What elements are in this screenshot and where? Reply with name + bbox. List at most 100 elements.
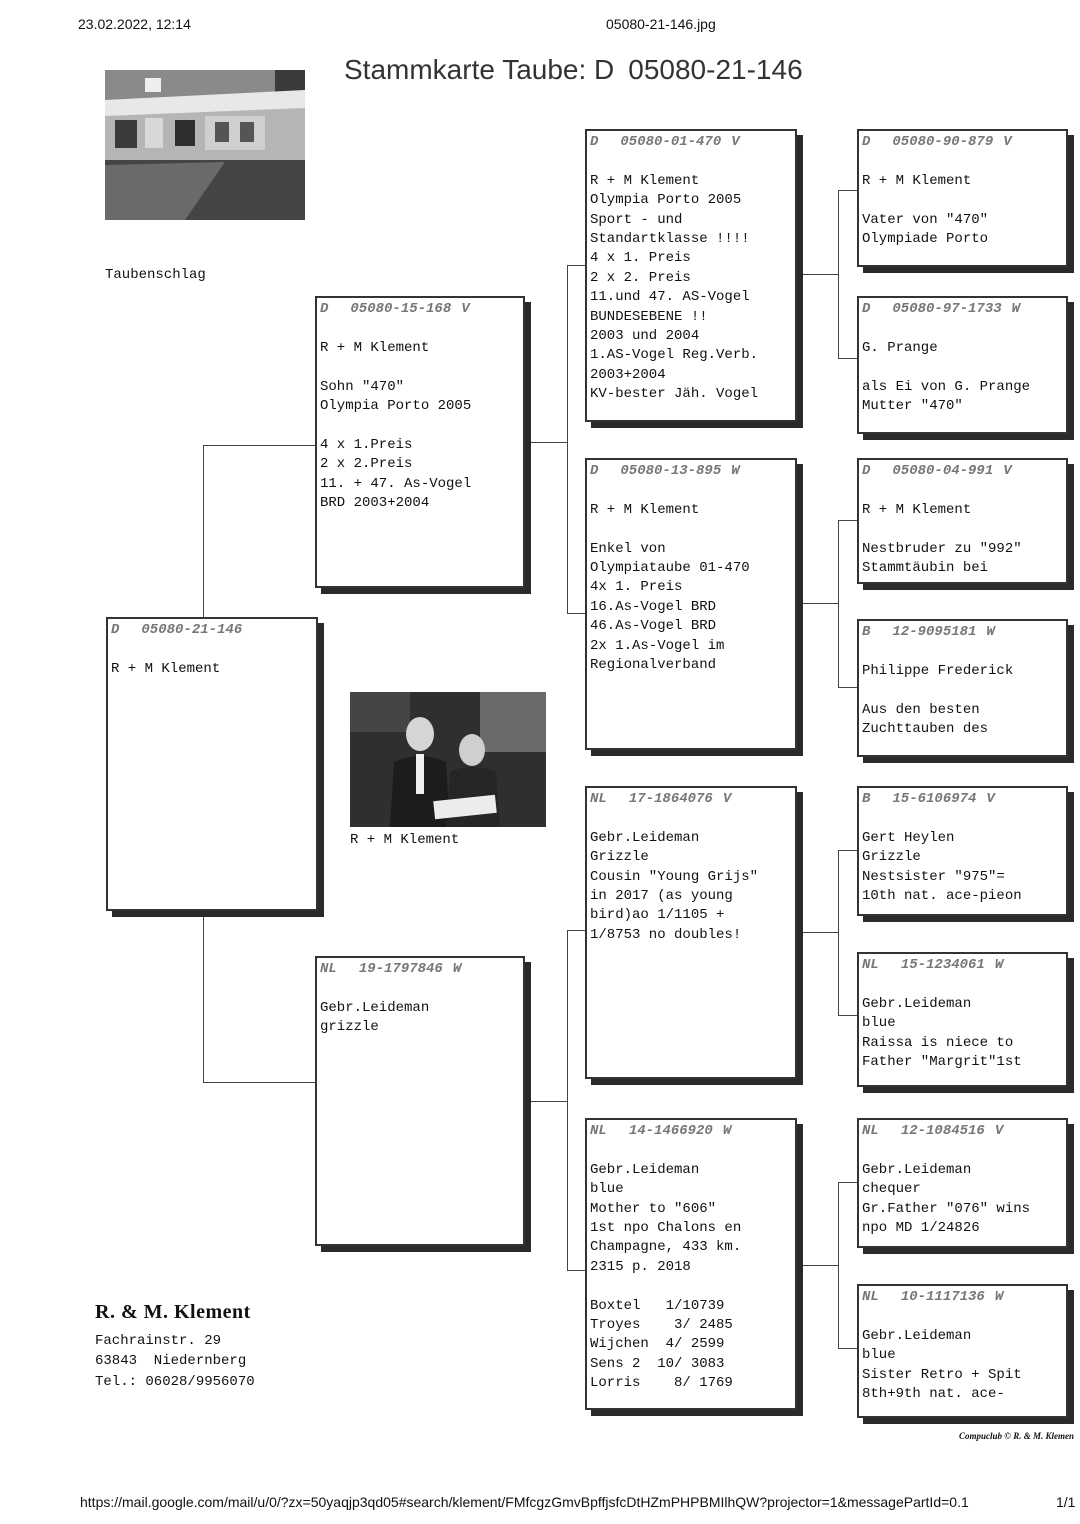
card-text-line: blue — [590, 1181, 624, 1198]
card-text-line: Grizzle — [590, 849, 649, 866]
card-text-line: Mother to "606" — [590, 1200, 717, 1217]
card-text-line: Cousin "Young Grijs" — [590, 868, 759, 885]
card-text-line: BRD 2003+2004 — [320, 495, 430, 512]
card-text-line: npo MD 1/24826 — [862, 1220, 980, 1237]
card-text-line: R + M Klement — [590, 501, 700, 518]
card-ring: 10-1117136 — [900, 1289, 985, 1305]
card-text-line: chequer — [862, 1181, 921, 1198]
card-sex: V — [986, 791, 995, 807]
card-text-line — [320, 319, 520, 338]
card-text-line: 2315 p. 2018 — [590, 1258, 691, 1275]
card-sex: V — [1003, 134, 1012, 150]
card-ring: 05080-97-1733 — [892, 301, 1002, 317]
card-country: B — [862, 791, 871, 807]
card-text-line: Champagne, 433 km. — [590, 1239, 742, 1256]
card-ring: 17-1864076 — [628, 791, 713, 807]
card-text-line: 1/8753 no doubles! — [590, 926, 742, 943]
breeder-street: Fachrainstr. 29 — [95, 1332, 222, 1349]
software-credit: Compuclub © R. & M. Klemen — [959, 1431, 1074, 1441]
card-text-line — [320, 979, 520, 998]
card-text-line: R + M Klement — [862, 501, 972, 518]
card-country: D — [111, 622, 120, 638]
card-text-line: Gebr.Leideman — [590, 829, 700, 846]
card-text-line: Regionalverband — [590, 657, 717, 674]
card-text-line: Olympia Porto 2005 — [590, 192, 742, 209]
card-header: D 05080-21-146 — [111, 621, 313, 640]
card-text-line: 4 x 1.Preis — [320, 436, 413, 453]
print-filename: 05080-21-146.jpg — [606, 16, 716, 32]
card-country: NL — [862, 957, 879, 973]
card-text-line: 2003+2004 — [590, 366, 666, 383]
card-text-line: Raissa is niece to — [862, 1034, 1014, 1051]
card-sex: V — [722, 791, 732, 807]
card-sex: W — [452, 961, 462, 977]
card-country: D — [862, 134, 871, 150]
breeder-name: R. & M. Klement — [95, 1301, 251, 1323]
card-text-line: Nestsister "975"= — [862, 868, 1005, 885]
card-text-line: Gr.Father "076" wins — [862, 1200, 1031, 1217]
card-text-line: Lorris 8/ 1769 — [590, 1375, 733, 1392]
people-photo-caption: R + M Klement — [350, 832, 460, 848]
card-text-line: Mutter "470" — [862, 398, 963, 414]
card-text-line — [590, 152, 792, 171]
card-text-line: 2003 und 2004 — [590, 328, 700, 345]
people-photo — [350, 692, 546, 827]
card-text-line — [862, 975, 1063, 994]
loft-photo — [105, 70, 305, 220]
card-text-line: Standartklasse !!!! — [590, 231, 750, 248]
card-text-line: Nestbruder zu "992" — [862, 540, 1022, 557]
card-text-line: 10th nat. ace-pieon — [862, 888, 1022, 905]
card-text-line: bird)ao 1/1105 + — [590, 907, 725, 924]
card-text-line — [862, 642, 1063, 661]
card-text-line: Vater von "470" — [862, 211, 989, 228]
card-text-line: Troyes 3/ 2485 — [590, 1317, 733, 1334]
card-ring: 05080-13-895 — [620, 463, 722, 479]
card-text-line: Olympiade Porto — [862, 231, 989, 247]
card-country: NL — [862, 1123, 879, 1139]
card-country: D — [590, 134, 599, 150]
loft-photo-caption: Taubenschlag — [105, 267, 206, 283]
card-text-line — [590, 520, 792, 539]
card-text-line: R + M Klement — [862, 172, 972, 189]
card-text-line: R + M Klement — [590, 172, 700, 189]
card-ring: 05080-04-991 — [892, 463, 994, 479]
people-photo-image — [350, 692, 546, 827]
card-text-line: 11. + 47. As-Vogel — [320, 475, 472, 492]
loft-photo-image — [105, 70, 305, 220]
card-text-line: Sens 2 10/ 3083 — [590, 1355, 725, 1372]
card-text-line — [590, 809, 792, 828]
card-text-line — [862, 319, 1063, 338]
print-url: https://mail.google.com/mail/u/0/?zx=50y… — [80, 1494, 969, 1510]
card-text-line: Gebr.Leideman — [862, 1327, 972, 1344]
card-text-line: KV-bester Jäh. Vogel — [590, 386, 759, 403]
card-country: NL — [590, 1123, 607, 1139]
card-ring: 05080-21-146 — [141, 622, 243, 638]
card-text-line — [862, 1307, 1063, 1326]
card-text-line: BUNDESEBENE !! — [590, 308, 708, 325]
card-text-line: 1.AS-Vogel Reg.Verb. — [590, 347, 759, 364]
card-ring: 05080-15-168 — [350, 301, 452, 317]
card-text-line — [862, 1141, 1063, 1160]
card-ring: 12-9095181 — [892, 624, 977, 640]
card-text-line: 16.As-Vogel BRD — [590, 598, 717, 615]
